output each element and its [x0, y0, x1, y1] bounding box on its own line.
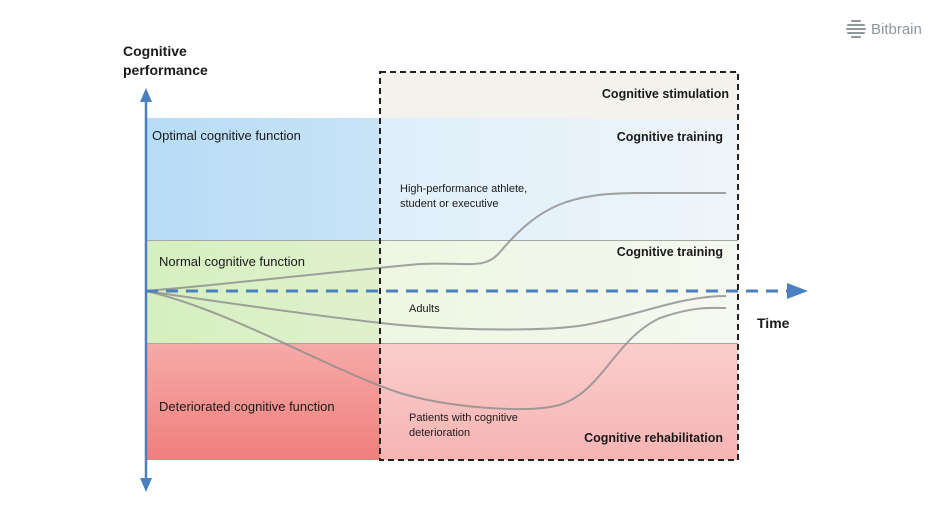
athlete-curve	[145, 192, 726, 292]
adults-curve-label: Adults	[409, 303, 440, 315]
x-axis-title: Time	[757, 315, 790, 331]
bitbrain-logo: Bitbrain	[846, 20, 922, 38]
zone-divider-upper	[146, 240, 738, 241]
stimulation-header-band	[380, 72, 738, 118]
zone-divider-lower	[146, 343, 738, 344]
deteriorated-zone	[146, 343, 738, 460]
optimal-zone-label: Optimal cognitive function	[152, 128, 301, 143]
adults-curve	[145, 290, 727, 331]
y-axis-title: Cognitive performance	[123, 42, 208, 80]
brain-stripes-icon	[846, 20, 866, 38]
optimal-zone	[146, 118, 738, 240]
deteriorated-zone-label: Deteriorated cognitive function	[159, 399, 335, 414]
y-axis-title-line2: performance	[123, 62, 208, 78]
time-axis-arrowhead	[787, 283, 808, 299]
stimulation-header-label: Cognitive stimulation	[601, 87, 729, 101]
cognitive-stimulation-frame	[379, 71, 739, 461]
rehabilitation-label: Cognitive rehabilitation	[584, 431, 723, 445]
performance-axis-arrow-down	[140, 478, 152, 492]
patients-curve-label: Patients with cognitive deterioration	[409, 412, 518, 439]
training-top-label: Cognitive training	[616, 130, 723, 144]
performance-axis-arrow-up	[140, 88, 152, 102]
logo-text: Bitbrain	[871, 20, 922, 38]
training-middle-label: Cognitive training	[616, 245, 723, 259]
y-axis-title-line1: Cognitive	[123, 43, 187, 59]
normal-zone-label: Normal cognitive function	[159, 254, 305, 269]
patients-curve	[145, 290, 727, 411]
athlete-curve-label: High-performance athlete, student or exe…	[400, 183, 528, 210]
